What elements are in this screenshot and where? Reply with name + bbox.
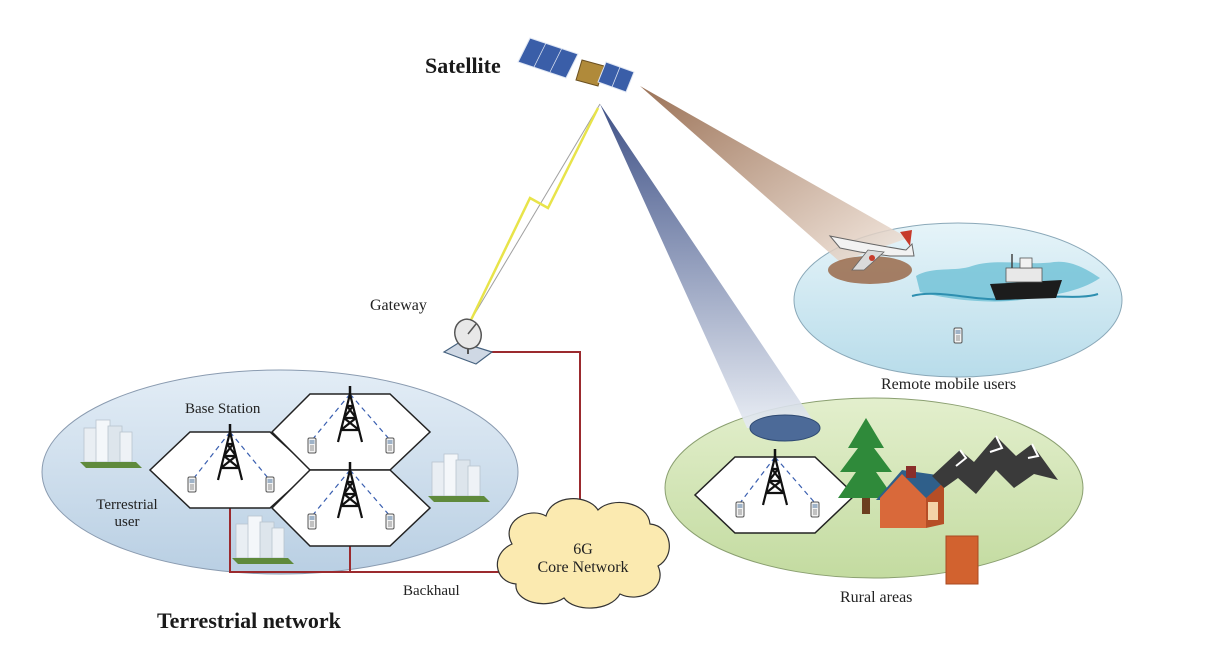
remote-mobile-users-label: Remote mobile users xyxy=(881,376,1017,393)
beam-footprint-rural xyxy=(749,414,821,442)
house-icon xyxy=(876,466,944,528)
airplane-icon xyxy=(828,230,915,271)
mobile-phone-icon xyxy=(385,513,395,530)
terrestrial-network-label: Terrestrial network xyxy=(157,608,341,633)
mobile-phone-icon xyxy=(307,513,317,530)
satellite-beam-rural xyxy=(600,104,818,428)
mobile-phone-icon xyxy=(810,501,820,518)
mobile-phone-icon xyxy=(735,501,745,518)
terrestrial-user-line-1: Terrestrial xyxy=(96,497,158,513)
mobile-phone-icon xyxy=(265,476,275,493)
terrestrial-user-line-2: user xyxy=(114,514,140,530)
rural-areas-label: Rural areas xyxy=(840,589,913,606)
mountains-icon xyxy=(932,435,1058,494)
core-network-line-1: 6G xyxy=(573,541,593,558)
tree-icon xyxy=(838,418,894,514)
base-station-label: Base Station xyxy=(185,401,261,417)
mobile-phone-icon xyxy=(385,437,395,454)
backhaul-label: Backhaul xyxy=(403,583,460,599)
beam-footprint-remote xyxy=(828,256,912,284)
core-network-cloud xyxy=(496,498,670,609)
building-block-icon xyxy=(945,535,979,585)
lightning-icon xyxy=(468,107,600,323)
mobile-phone-icon xyxy=(307,437,317,454)
backhaul-gateway-link xyxy=(490,351,581,520)
gateway-dish-icon xyxy=(442,318,494,365)
radio-links xyxy=(193,393,816,517)
mobile-phone-icon xyxy=(953,327,963,344)
ship-icon xyxy=(990,254,1062,300)
satellite-label: Satellite xyxy=(425,53,501,78)
gateway-label: Gateway xyxy=(370,297,427,314)
core-network-label: 6G Core Network xyxy=(516,541,650,577)
satellite-beam-remote xyxy=(640,86,908,262)
terrestrial-user-label: Terrestrial user xyxy=(92,497,162,531)
core-network-line-2: Core Network xyxy=(537,559,629,576)
mobile-phone-icon xyxy=(187,476,197,493)
gateway-uplink xyxy=(470,103,601,321)
satellite-icon xyxy=(517,37,635,93)
